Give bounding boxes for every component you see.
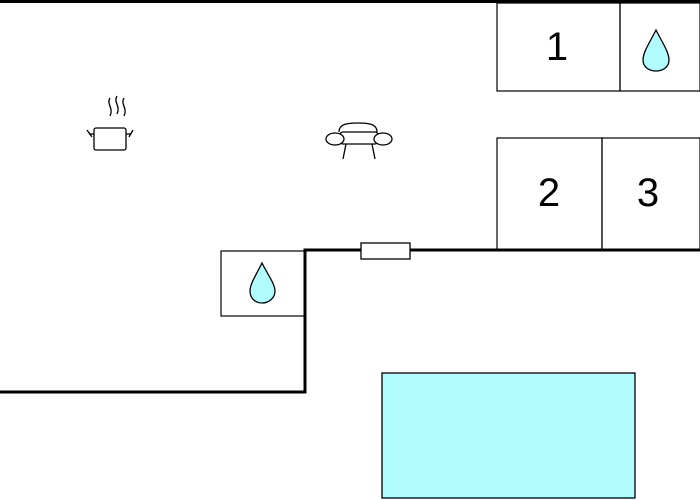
window-icon bbox=[360, 242, 411, 260]
room-3-label: 3 bbox=[637, 171, 659, 215]
water-drop-icon bbox=[642, 28, 670, 72]
bathroom-1-box bbox=[619, 2, 700, 92]
room-3-box bbox=[601, 137, 700, 251]
bathroom-2-box bbox=[220, 250, 306, 317]
sofa-icon bbox=[325, 122, 393, 160]
pool bbox=[381, 372, 636, 499]
room-1-label: 1 bbox=[546, 25, 568, 69]
water-drop-icon bbox=[249, 261, 276, 304]
room-2-label: 2 bbox=[538, 171, 560, 215]
interior-wall-upper bbox=[0, 248, 700, 394]
cooking-pot-icon bbox=[86, 95, 134, 151]
